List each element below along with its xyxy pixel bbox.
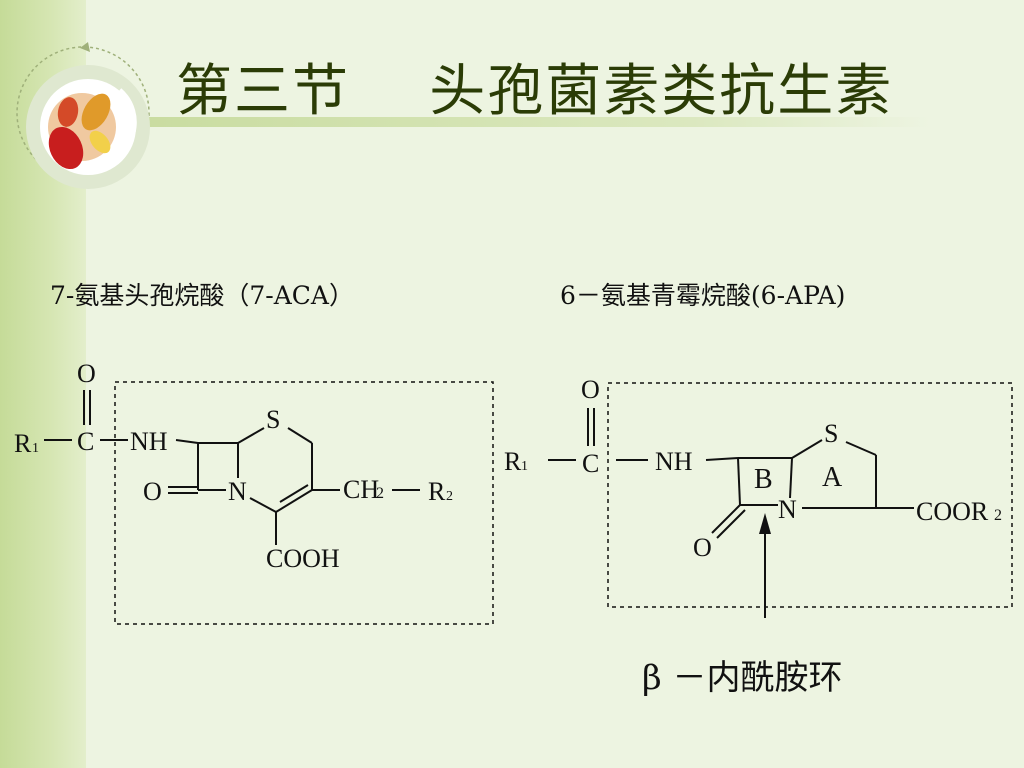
apa-lactam-oxygen: O bbox=[693, 533, 712, 562]
apa-carbonyl-oxygen: O bbox=[581, 375, 600, 404]
apa-cooc-subscript: 2 bbox=[994, 507, 1002, 524]
aca-carbonyl-oxygen: O bbox=[77, 359, 96, 388]
title-underline bbox=[140, 117, 930, 127]
beta-lactam-label: β －内酰胺环 bbox=[642, 658, 843, 698]
aca-r2-subscript: 2 bbox=[446, 489, 453, 504]
aca-atom-labels: O R 1 C NH S O N CH 2 R 2 COOH bbox=[14, 359, 453, 573]
chemical-structures-diagram: O R 1 C NH S O N CH 2 R 2 COOH O R 1 C N… bbox=[14, 359, 1013, 625]
apa-atom-labels: O R 1 C NH S B A N COOR 2 O bbox=[504, 375, 1002, 562]
apa-carbon: C bbox=[582, 449, 599, 478]
apa-sulfur: S bbox=[824, 419, 838, 448]
aca-ch2-subscript: 2 bbox=[376, 485, 384, 502]
aca-nh: NH bbox=[130, 427, 168, 456]
aca-structure-label: 7-氨基头孢烷酸（7-ACA） bbox=[50, 281, 354, 310]
aca-sulfur: S bbox=[266, 405, 280, 434]
aca-r2: R bbox=[428, 477, 446, 506]
aca-r1: R bbox=[14, 429, 32, 458]
apa-dashed-box bbox=[607, 382, 1013, 608]
apa-cooc: COOR bbox=[916, 497, 989, 526]
aca-structure bbox=[44, 381, 494, 625]
aca-nitrogen: N bbox=[228, 477, 247, 506]
aca-dashed-box bbox=[114, 381, 494, 625]
apa-r1: R bbox=[504, 447, 522, 476]
aca-r1-subscript: 1 bbox=[32, 441, 39, 456]
aca-carbon: C bbox=[77, 427, 94, 456]
aca-cooh: COOH bbox=[266, 544, 340, 573]
pill-logo-icon bbox=[16, 42, 150, 189]
apa-r1-subscript: 1 bbox=[521, 459, 528, 474]
apa-ring-b: B bbox=[754, 464, 773, 495]
apa-nitrogen: N bbox=[778, 495, 797, 524]
apa-structure bbox=[548, 382, 1013, 608]
page-title: 第三节 头孢菌素类抗生素 bbox=[176, 59, 894, 124]
apa-structure-label: 6－氨基青霉烷酸(6-APA) bbox=[560, 281, 846, 310]
beta-lactam-arrow bbox=[759, 513, 771, 618]
aca-lactam-oxygen: O bbox=[143, 477, 162, 506]
apa-ring-a: A bbox=[822, 462, 843, 493]
aca-ch2: CH bbox=[343, 475, 379, 504]
apa-nh: NH bbox=[655, 447, 693, 476]
